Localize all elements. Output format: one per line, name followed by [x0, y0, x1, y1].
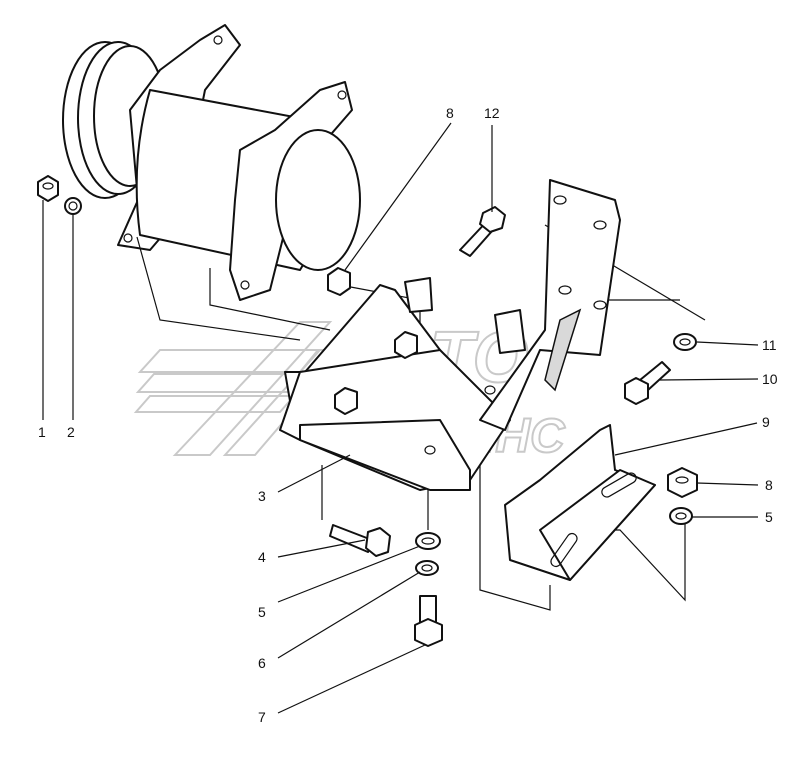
flange-hole	[240, 280, 250, 290]
callout-12: 12	[484, 105, 500, 121]
callout-4: 4	[258, 549, 266, 565]
tab-block	[404, 277, 433, 313]
upright-hole	[558, 285, 572, 295]
callout-2: 2	[67, 424, 75, 440]
gusset	[544, 308, 582, 392]
flange-hole	[213, 35, 223, 45]
flange-hole	[337, 90, 347, 100]
washer-bore	[421, 564, 433, 572]
bolt-part-10-head	[624, 377, 649, 405]
hardware	[37, 175, 698, 647]
washer-bore	[421, 537, 435, 545]
bolt-part-4-shank	[329, 524, 373, 553]
washer-part-5-lower	[415, 532, 441, 550]
callout-5-right: 5	[765, 509, 773, 525]
callout-7: 7	[258, 709, 266, 725]
callout-leaders	[42, 122, 759, 714]
callout-10: 10	[762, 371, 778, 387]
callout-8-right: 8	[765, 477, 773, 493]
upright-hole	[553, 195, 567, 205]
bracket-main	[279, 284, 511, 491]
callout-5-left: 5	[258, 604, 266, 620]
callout-11: 11	[762, 337, 777, 353]
washer-bore	[675, 512, 687, 520]
nut-bore	[42, 182, 54, 190]
nut-bore	[675, 476, 689, 484]
washer-bore	[679, 338, 691, 346]
bolt-head-upper	[394, 331, 418, 359]
callout-3: 3	[258, 488, 266, 504]
upright-hole	[593, 220, 607, 230]
upright-hole	[593, 300, 607, 310]
washer-part-6	[415, 560, 439, 576]
rear-cover	[275, 129, 361, 271]
alternator	[62, 24, 361, 301]
tab-block	[494, 309, 526, 354]
slot	[550, 532, 578, 568]
bolt-part-7-head	[414, 618, 443, 647]
washer-bore	[68, 201, 78, 211]
bracket-lower-right	[504, 424, 656, 581]
bolt-part-4-head	[365, 527, 391, 557]
bracket-lower-edge	[299, 419, 471, 491]
bracket-hole	[424, 445, 436, 455]
flange-hole	[123, 233, 133, 243]
slot	[601, 472, 637, 498]
bracket-hole	[484, 385, 496, 395]
callout-6: 6	[258, 655, 266, 671]
bracket-upright	[404, 179, 621, 431]
nut-part-8-upper	[327, 267, 351, 296]
bolt-head-lower	[334, 387, 358, 415]
washer-part-5-right	[669, 507, 693, 525]
washer-part-2	[64, 197, 82, 215]
callout-9: 9	[762, 414, 770, 430]
callout-8-top: 8	[446, 105, 454, 121]
washer-part-11	[673, 333, 697, 351]
callout-labels: 1 2 3 4 5 6 7 8 12 11 10 9 8 5	[38, 105, 778, 725]
callout-1: 1	[38, 424, 46, 440]
bolt-part-12-head	[479, 206, 506, 233]
